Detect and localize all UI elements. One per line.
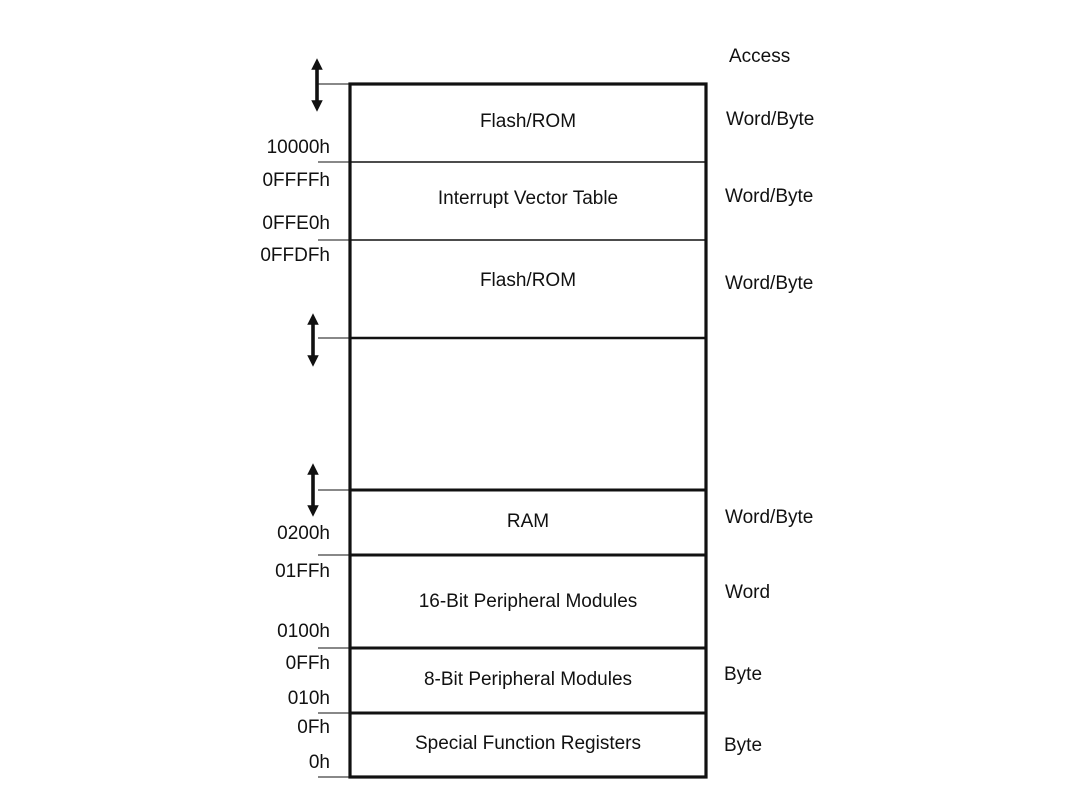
region-label: Flash/ROM <box>479 111 577 132</box>
address-label: 0Fh <box>297 717 330 738</box>
access-label: Byte <box>724 664 763 685</box>
region-label: 8-Bit Peripheral Modules <box>423 669 633 690</box>
address-label: 01FFh <box>275 561 330 582</box>
address-label: 0FFE0h <box>262 213 330 234</box>
address-label: 0FFh <box>285 653 330 674</box>
region-label: Special Function Registers <box>415 733 641 754</box>
access-label: Word/Byte <box>725 273 814 294</box>
access-label: Word/Byte <box>726 109 815 130</box>
access-label: Byte <box>724 735 763 756</box>
address-label: 0FFFFh <box>262 170 330 191</box>
access-column-header: Access <box>729 46 791 67</box>
access-label: Word <box>725 582 771 603</box>
address-label: 0FFDFh <box>260 245 330 266</box>
address-label: 0200h <box>277 523 330 544</box>
address-label: 0h <box>308 752 330 773</box>
region-label: Flash/ROM <box>479 270 577 291</box>
address-label: 0100h <box>277 621 330 642</box>
memory-map-border <box>348 82 708 779</box>
region-label: 16-Bit Peripheral Modules <box>418 591 638 612</box>
access-label: Word/Byte <box>725 186 814 207</box>
address-label: 010h <box>287 688 330 709</box>
region-label: RAM <box>506 511 550 532</box>
access-label: Word/Byte <box>725 507 814 528</box>
region-label: Interrupt Vector Table <box>437 188 619 209</box>
address-label: 10000h <box>266 137 330 158</box>
